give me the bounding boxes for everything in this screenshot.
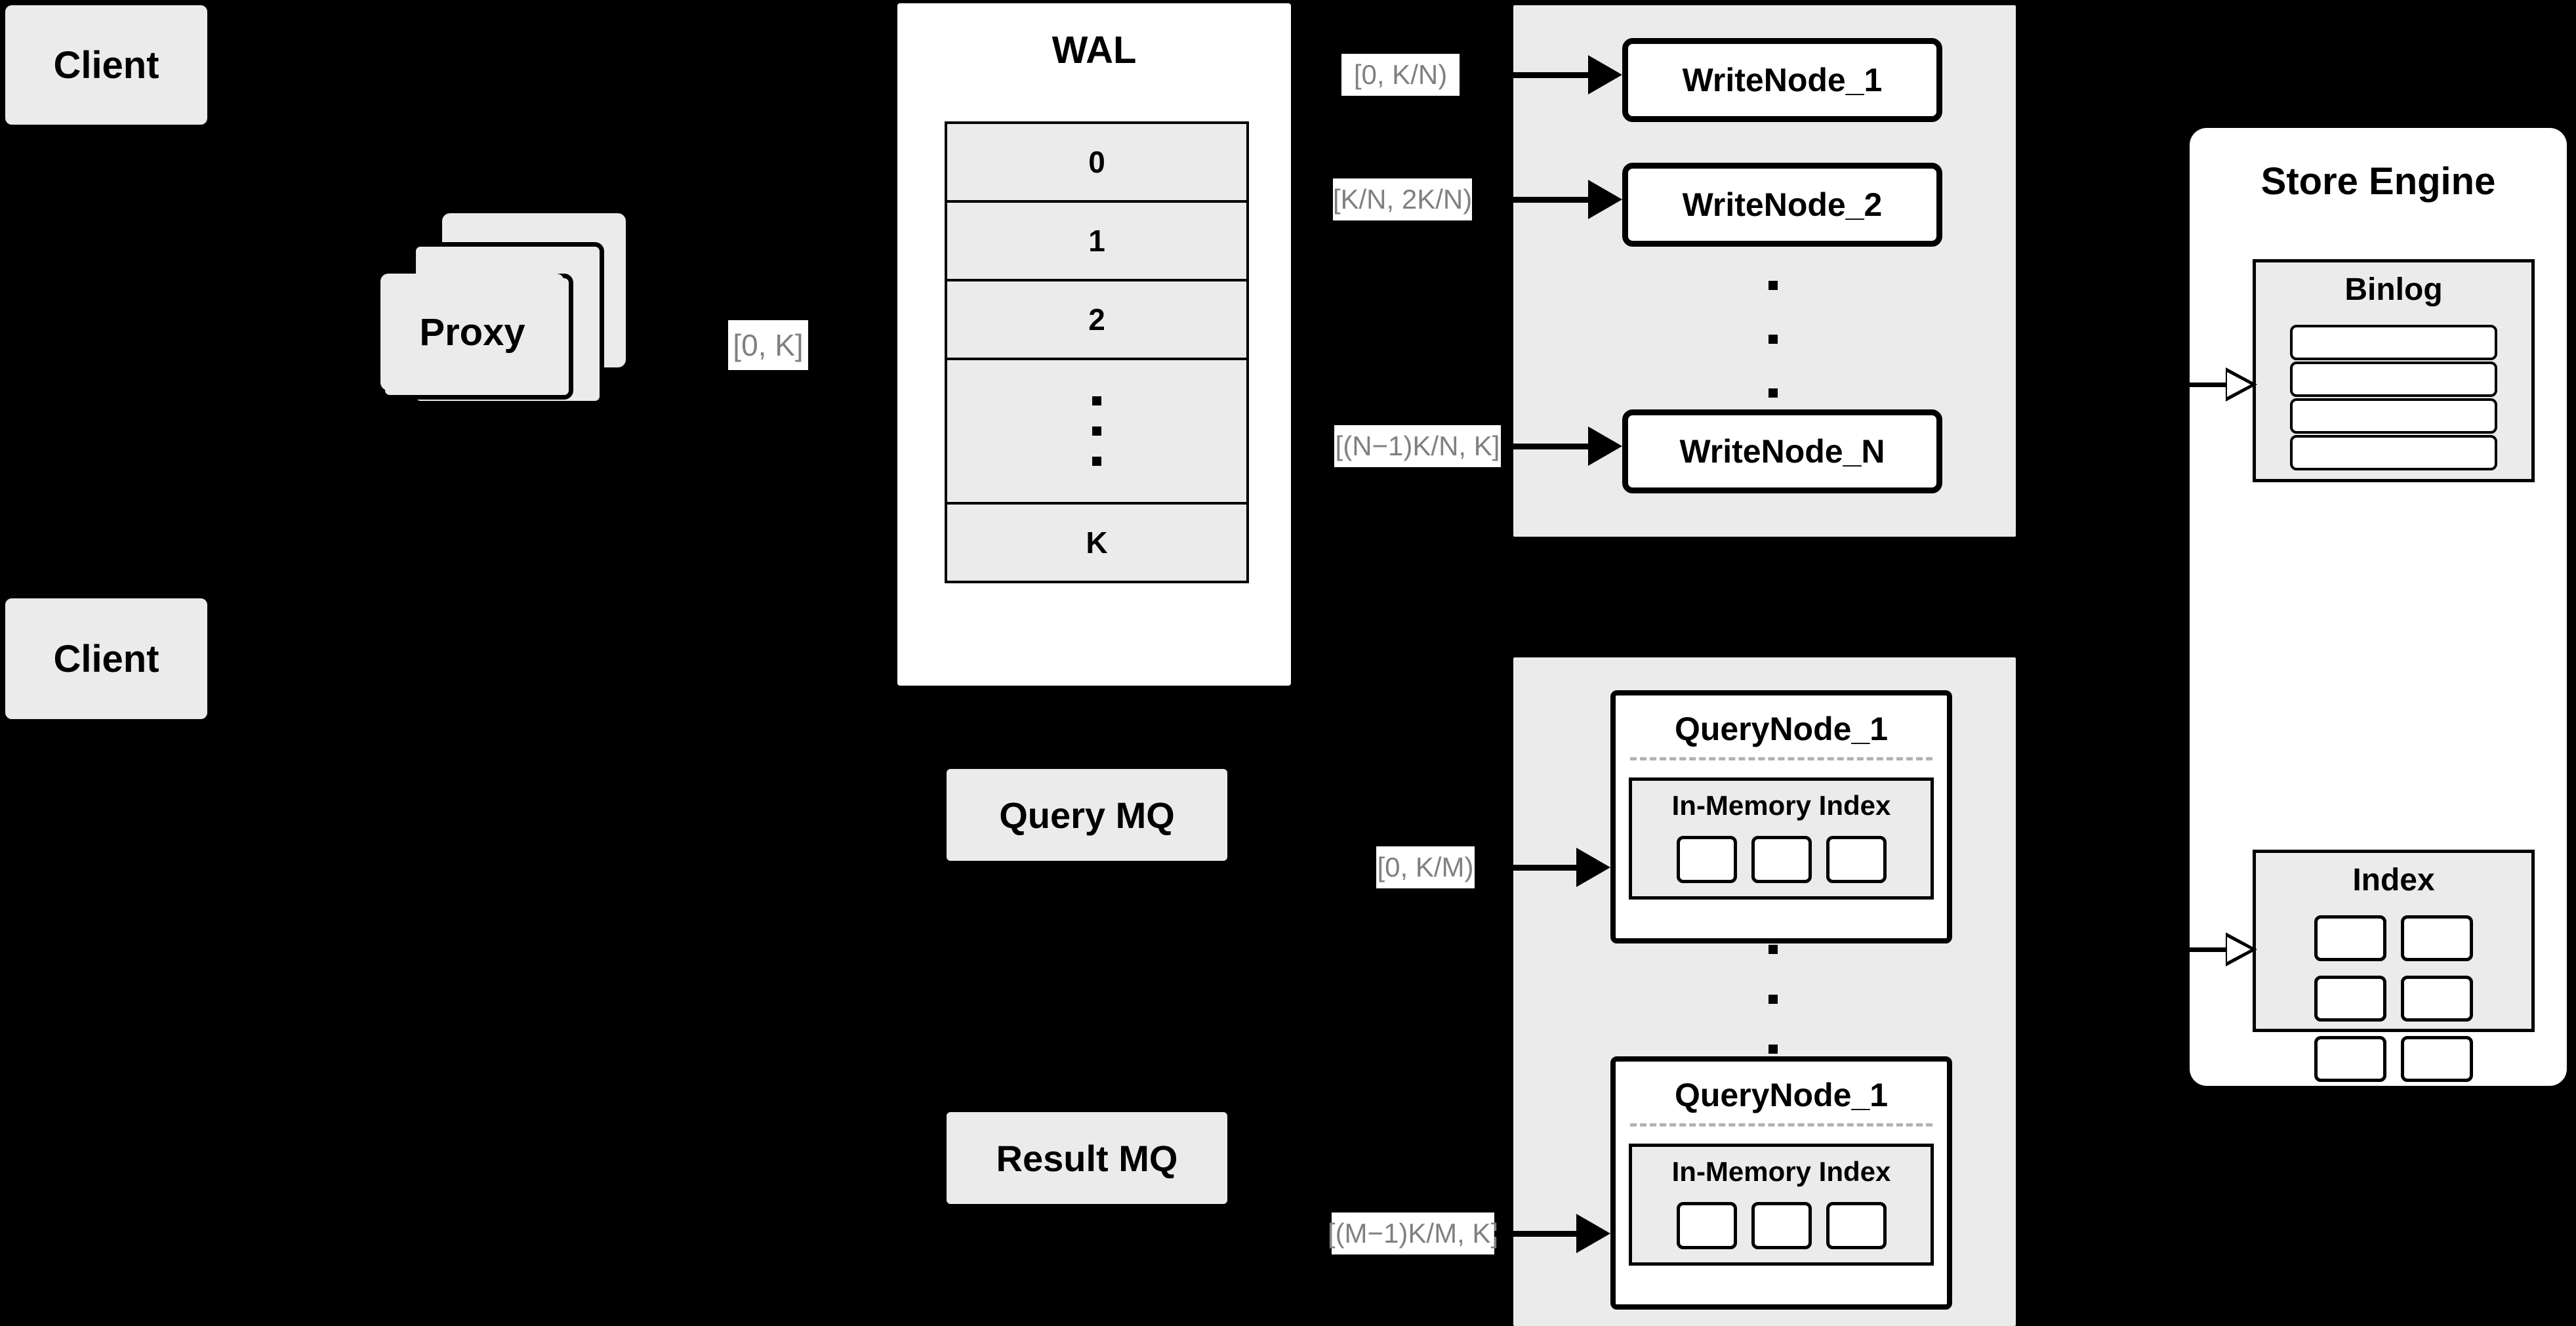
write-node-1[interactable]: WriteNode_1: [1622, 38, 1942, 122]
index-box: Index: [2253, 850, 2535, 1082]
wal-row: 2: [947, 281, 1246, 360]
write-node-n[interactable]: WriteNode_N: [1622, 409, 1942, 493]
binlog-row: [2290, 362, 2497, 397]
in-memory-index-box: In-Memory Index: [1629, 777, 1934, 900]
index-cell: [2401, 1036, 2473, 1082]
proxy-label-wrap: Proxy: [380, 274, 564, 390]
index-cell: [1826, 1202, 1887, 1249]
query-node-divider: [1630, 1123, 1932, 1127]
index-cell: [1751, 1202, 1812, 1249]
wal-row-ellipsis: [947, 360, 1246, 505]
range-text: [0, K/N): [1353, 59, 1448, 90]
proxy-range-text: [0, K]: [733, 328, 804, 362]
client-box-2: Client: [5, 598, 207, 719]
index-cell: [1676, 1202, 1737, 1249]
query-mq-box: Query MQ: [947, 769, 1227, 861]
arrow-head-open-icon: [2226, 932, 2257, 966]
wal-title: WAL: [1052, 29, 1137, 72]
client-label: Client: [53, 43, 159, 87]
binlog-title: Binlog: [2344, 272, 2443, 307]
query-node-title: QueryNode_1: [1674, 711, 1889, 747]
binlog-row: [2290, 398, 2497, 434]
index-cell: [2401, 976, 2473, 1022]
wal-row: 1: [947, 203, 1246, 281]
index-cell: [1676, 836, 1737, 883]
write-node-label: WriteNode_2: [1682, 186, 1883, 223]
in-memory-index-cells: [1632, 1202, 1931, 1249]
in-memory-index-title: In-Memory Index: [1671, 790, 1891, 821]
range-text: [0, K/M): [1377, 852, 1474, 882]
result-mq-label: Result MQ: [996, 1137, 1178, 1179]
proxy-range-label: [0, K]: [728, 320, 808, 370]
arrow-to-write-node-1: [1460, 55, 1622, 94]
in-memory-index-title: In-Memory Index: [1671, 1156, 1891, 1187]
wal-row: K: [947, 505, 1246, 583]
in-memory-index-cells: [1632, 836, 1931, 883]
query-node-title: QueryNode_1: [1674, 1077, 1889, 1113]
arrow-to-binlog: [2186, 367, 2257, 402]
arrow-head-icon: [1588, 180, 1622, 219]
write-node-label: WriteNode_1: [1682, 62, 1883, 98]
query-node-1[interactable]: QueryNode_1 In-Memory Index: [1610, 690, 1952, 943]
proxy-stack: Proxy: [380, 213, 669, 433]
result-mq-box: Result MQ: [947, 1112, 1227, 1204]
arrow-head-icon: [1588, 55, 1622, 94]
index-cell: [1751, 836, 1812, 883]
arrow-head-open-icon: [2226, 367, 2257, 402]
range-text: [(N−1)K/N, K]: [1335, 430, 1500, 461]
query-node-m[interactable]: QueryNode_1 In-Memory Index: [1610, 1056, 1952, 1310]
range-text: [(M−1)K/M, K]: [1327, 1218, 1499, 1249]
client-box-1: Client: [5, 5, 207, 125]
index-cell: [2314, 976, 2386, 1022]
binlog-row: [2290, 435, 2497, 470]
arrow-head-icon: [1576, 1214, 1610, 1253]
store-engine-panel: Store Engine Binlog Index: [2190, 128, 2567, 1086]
query-cluster-ellipsis-icon: [1767, 945, 1780, 1054]
index-title: Index: [2352, 863, 2435, 898]
wal-table: 0 1 2 K: [945, 121, 1249, 583]
vertical-ellipsis-icon: [1092, 396, 1101, 466]
client-label: Client: [53, 637, 159, 680]
in-memory-index-box: In-Memory Index: [1629, 1144, 1934, 1266]
write-node-2[interactable]: WriteNode_2: [1622, 163, 1942, 247]
index-cell: [1826, 836, 1887, 883]
arrow-head-icon: [1588, 426, 1622, 466]
arrow-to-write-node-2: [1472, 180, 1622, 219]
wal-row: 0: [947, 124, 1246, 203]
arrow-to-index: [2186, 932, 2257, 966]
write-node-1-range-label: [0, K/N): [1341, 54, 1460, 96]
query-node-divider: [1630, 757, 1932, 760]
query-node-m-range-label: [(M−1)K/M, K]: [1328, 1212, 1498, 1254]
write-node-label: WriteNode_N: [1679, 433, 1885, 470]
wal-panel: WAL 0 1 2 K: [897, 3, 1291, 686]
binlog-box: Binlog: [2253, 259, 2535, 482]
proxy-label: Proxy: [419, 310, 525, 354]
range-text: [K/N, 2K/N): [1332, 184, 1473, 215]
query-mq-label: Query MQ: [999, 794, 1175, 836]
arrow-head-icon: [1576, 848, 1610, 887]
arrow-to-query-node-1: [1475, 848, 1610, 887]
binlog-row: [2290, 325, 2497, 360]
arrow-to-query-node-m: [1494, 1214, 1610, 1253]
write-cluster-ellipsis-icon: [1767, 281, 1780, 398]
index-grid: [2282, 915, 2505, 1082]
store-engine-title: Store Engine: [2260, 160, 2496, 203]
write-node-n-range-label: [(N−1)K/N, K]: [1334, 425, 1501, 467]
write-node-2-range-label: [K/N, 2K/N): [1333, 178, 1472, 220]
index-cell: [2314, 1036, 2386, 1082]
binlog-rows: [2290, 325, 2497, 470]
query-node-1-range-label: [0, K/M): [1376, 846, 1475, 888]
arrow-to-write-node-n: [1501, 426, 1622, 466]
index-cell: [2314, 915, 2386, 961]
index-cell: [2401, 915, 2473, 961]
